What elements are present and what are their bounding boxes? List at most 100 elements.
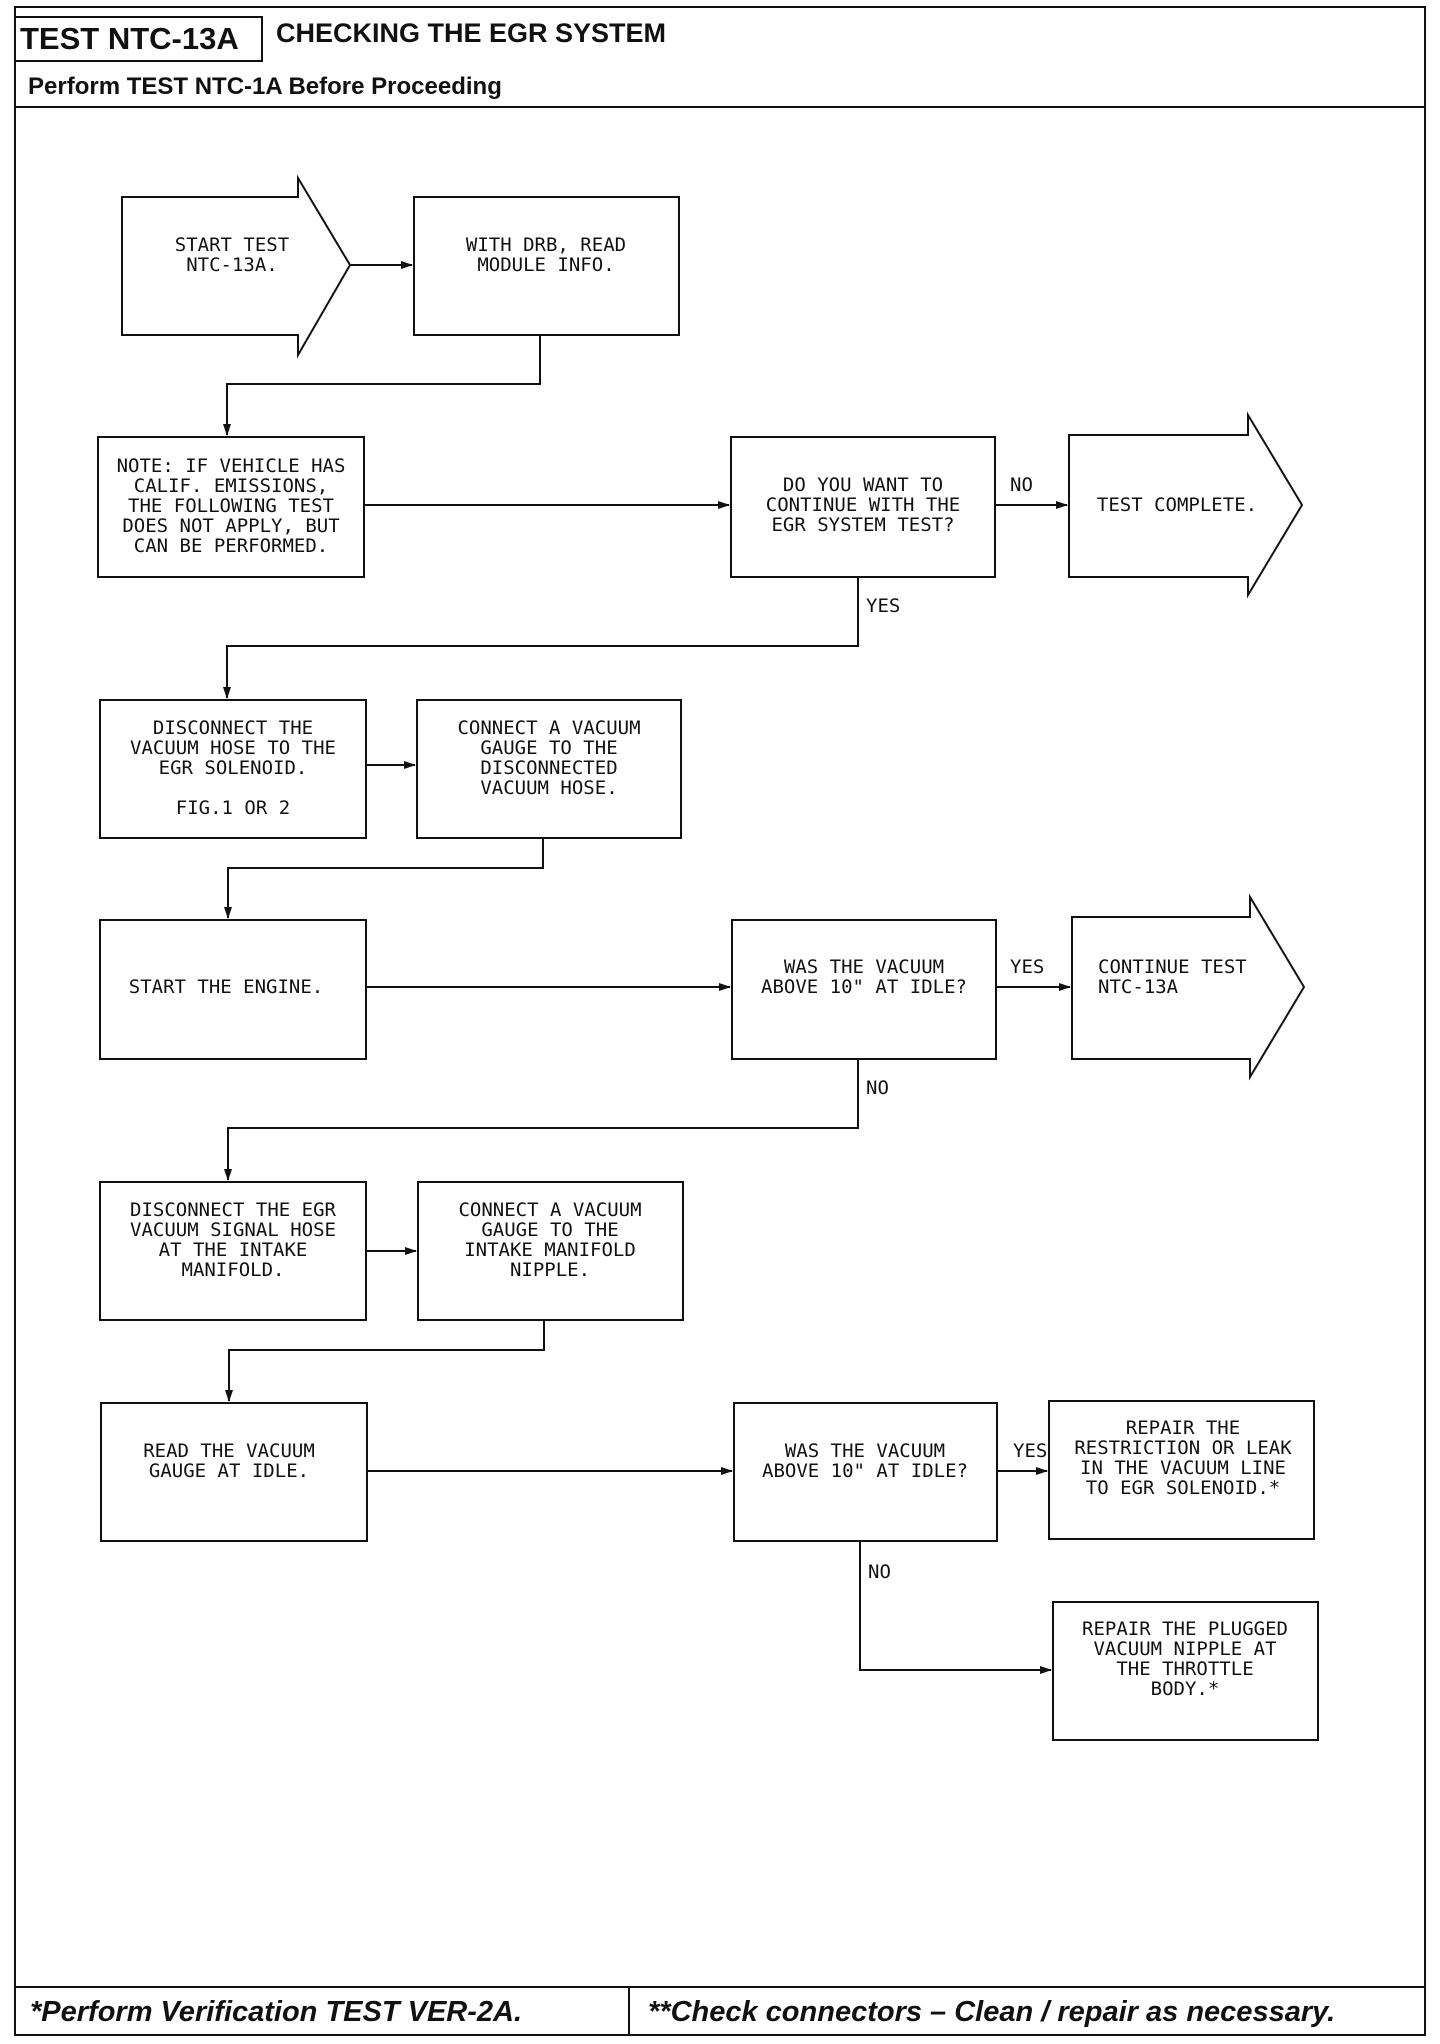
label-line: START TEST (175, 234, 289, 256)
node-repair-plugged (1052, 1601, 1319, 1741)
edge-labels: NO YES YES NO YES NO (866, 474, 1047, 1583)
label-line: WAS THE VACUUM (785, 1440, 945, 1462)
label-line: CONNECT A VACUUM (458, 1199, 641, 1221)
label-line: CALIF. EMISSIONS, (134, 475, 328, 497)
boxes (97, 174, 1319, 1741)
label-line: DISCONNECT THE EGR (130, 1199, 336, 1221)
label-line: GAUGE AT IDLE. (149, 1460, 309, 1482)
label-line: REPAIR THE (1126, 1417, 1240, 1439)
edge-label-no-1: NO (1010, 474, 1033, 496)
node-repair-restriction (1048, 1400, 1315, 1540)
label-line: CAN BE PERFORMED. (134, 535, 328, 557)
node-connect-gauge (416, 699, 682, 839)
footer-note-connectors: **Check connectors – Clean / repair as n… (648, 1996, 1336, 2028)
node-start-engine (99, 919, 367, 1060)
edge-connect-to-start-engine (224, 838, 544, 919)
node-disconnect-hose (99, 699, 367, 839)
node-start (121, 174, 352, 359)
label-line: FIG.1 OR 2 (176, 797, 290, 819)
node-connect-intake (417, 1181, 684, 1321)
label-line: EGR SYSTEM TEST? (771, 514, 954, 536)
label-line: THE THROTTLE (1116, 1658, 1253, 1680)
page-frame (14, 6, 1426, 2036)
label-line: CONTINUE TEST (1098, 956, 1247, 978)
label-line: CONTINUE WITH THE (766, 494, 960, 516)
node-disconnect-signal (99, 1181, 367, 1321)
label-line: INTAKE MANIFOLD (464, 1239, 636, 1261)
footer-divider (14, 1986, 1426, 1988)
label-line: NTC-13A. (186, 254, 278, 276)
label-line: ABOVE 10" AT IDLE? (762, 1460, 968, 1482)
node-continue-question (730, 436, 996, 578)
label-line: TEST COMPLETE. (1097, 494, 1257, 516)
label-line: TO EGR SOLENOID.* (1086, 1477, 1280, 1499)
edge-intake-to-read (225, 1320, 545, 1402)
page-subtitle: Perform TEST NTC-1A Before Proceeding (28, 73, 502, 100)
node-vacuum-question-1 (731, 919, 997, 1060)
edge-label-yes-1: YES (866, 595, 900, 617)
node-note (97, 436, 365, 578)
label-line: NIPPLE. (510, 1259, 590, 1281)
edge-read-to-note (223, 335, 541, 436)
label-line: NTC-13A (1098, 976, 1179, 998)
node-read-module (413, 196, 680, 336)
node-vacuum-question-2 (733, 1402, 998, 1542)
node-test-complete (1068, 411, 1304, 599)
edge-label-yes-2: YES (1010, 956, 1044, 978)
label-line: THE FOLLOWING TEST (128, 495, 334, 517)
label-line: RESTRICTION OR LEAK (1074, 1437, 1292, 1459)
label-line: VACUUM HOSE TO THE (130, 737, 336, 759)
edge-label-no-3: NO (868, 1561, 891, 1583)
label-line: ABOVE 10" AT IDLE? (761, 976, 967, 998)
label-line: AT THE INTAKE (159, 1239, 308, 1261)
page-title: CHECKING THE EGR SYSTEM (276, 18, 667, 48)
node-continue-test (1071, 893, 1306, 1081)
node-read-gauge (100, 1402, 368, 1542)
label-line: NOTE: IF VEHICLE HAS (117, 455, 346, 477)
label-line: DISCONNECTED (480, 757, 617, 779)
footer-note-verification: *Perform Verification TEST VER-2A. (30, 1996, 523, 2028)
label-line: GAUGE TO THE (481, 1219, 618, 1241)
label-line: BODY.* (1151, 1678, 1220, 1700)
edge-label-no-2: NO (866, 1077, 889, 1099)
footer-column-divider (628, 1988, 630, 2034)
header-divider (14, 106, 1426, 108)
edge-question-yes (223, 577, 859, 699)
label-line: MANIFOLD. (182, 1259, 285, 1281)
connectors (223, 261, 1071, 1674)
label-line: DISCONNECT THE (153, 717, 313, 739)
edge-vac2-no (859, 1541, 1052, 1674)
label-line: DO YOU WANT TO (783, 474, 943, 496)
label-line: EGR SOLENOID. (159, 757, 308, 779)
test-id-box: TEST NTC-13A (14, 16, 263, 62)
label-line: READ THE VACUUM (143, 1440, 315, 1462)
label-line: VACUUM SIGNAL HOSE (130, 1219, 336, 1241)
node-test-complete-label: TEST COMPLETE. (1097, 494, 1257, 516)
label-line: WITH DRB, READ (466, 234, 626, 256)
label-line: START THE ENGINE. (129, 976, 323, 998)
label-line: WAS THE VACUUM (784, 956, 944, 978)
label-line: GAUGE TO THE (480, 737, 617, 759)
edge-vac1-no (224, 1059, 859, 1181)
label-line: CONNECT A VACUUM (457, 717, 640, 739)
label-line: IN THE VACUUM LINE (1080, 1457, 1286, 1479)
label-line: VACUUM NIPPLE AT (1093, 1638, 1276, 1660)
edge-label-yes-3: YES (1013, 1440, 1047, 1462)
label-line: MODULE INFO. (477, 254, 614, 276)
